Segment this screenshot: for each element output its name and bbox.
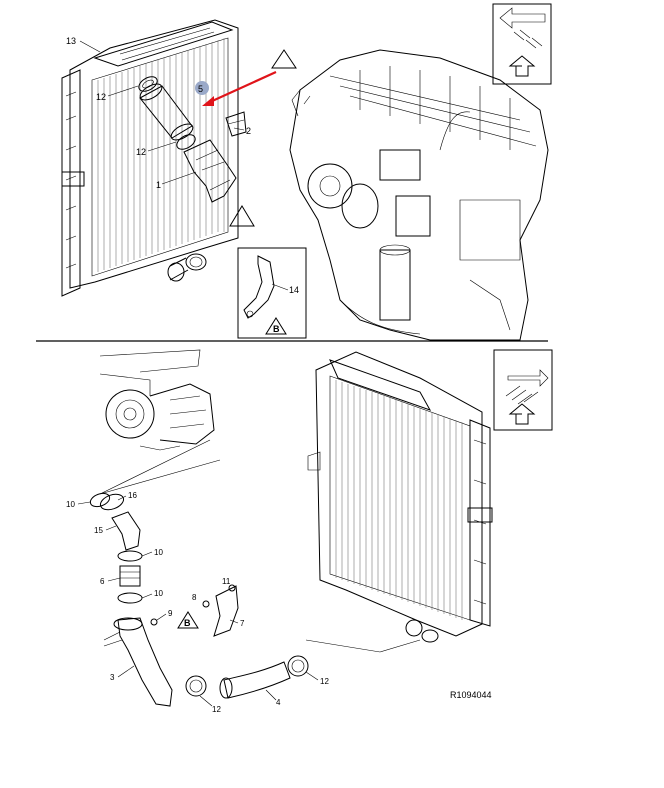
callout-16: 16 [128,491,137,500]
callout-12: 12 [136,147,146,157]
callout-15: 15 [94,526,103,535]
callout-10: 10 [66,500,75,509]
warning-triangle-top [271,49,297,69]
radiator-top-view [61,19,239,297]
callout-10: 10 [154,548,163,557]
figure-reference: R1094044 [450,690,492,700]
charge-air-pipe-parts-bottom [89,492,309,707]
callout-10: 10 [154,589,163,598]
callout-7: 7 [240,619,245,628]
callout-12: 12 [320,677,329,686]
callout-1: 1 [156,180,161,190]
callout-4: 4 [276,698,281,707]
marker-b-bottom: B [184,618,191,628]
callout-6: 6 [100,577,105,586]
marker-b-top: B [273,324,280,334]
leader-lines-radiator [305,639,421,653]
callout-11: 11 [222,577,231,586]
callout-9: 9 [168,609,173,618]
callout-13: 13 [66,36,76,46]
callout-2: 2 [246,126,251,136]
red-pointer-arrow [202,70,277,106]
callout-3: 3 [110,673,115,682]
charge-air-hose-assembly-top [138,76,247,203]
engine-illustration [289,49,549,341]
turbocharger-illustration [99,349,215,451]
view-direction-box-top [492,3,552,85]
callout-5: 5 [198,84,203,94]
callout-12: 12 [212,705,221,714]
highlight-marker [195,81,209,95]
callout-12: 12 [96,92,106,102]
warning-triangle-mid [229,205,255,227]
detail-box-bracket-14 [237,247,307,339]
radiator-bottom-view [307,351,493,643]
callout-8: 8 [192,593,197,602]
callout-labels: 13 12 5 2 12 1 14 B 10 16 15 10 6 10 11 … [66,36,329,714]
view-direction-box-bottom [493,349,553,431]
leader-lines-turbo [99,439,221,495]
callout-14: 14 [289,285,299,295]
